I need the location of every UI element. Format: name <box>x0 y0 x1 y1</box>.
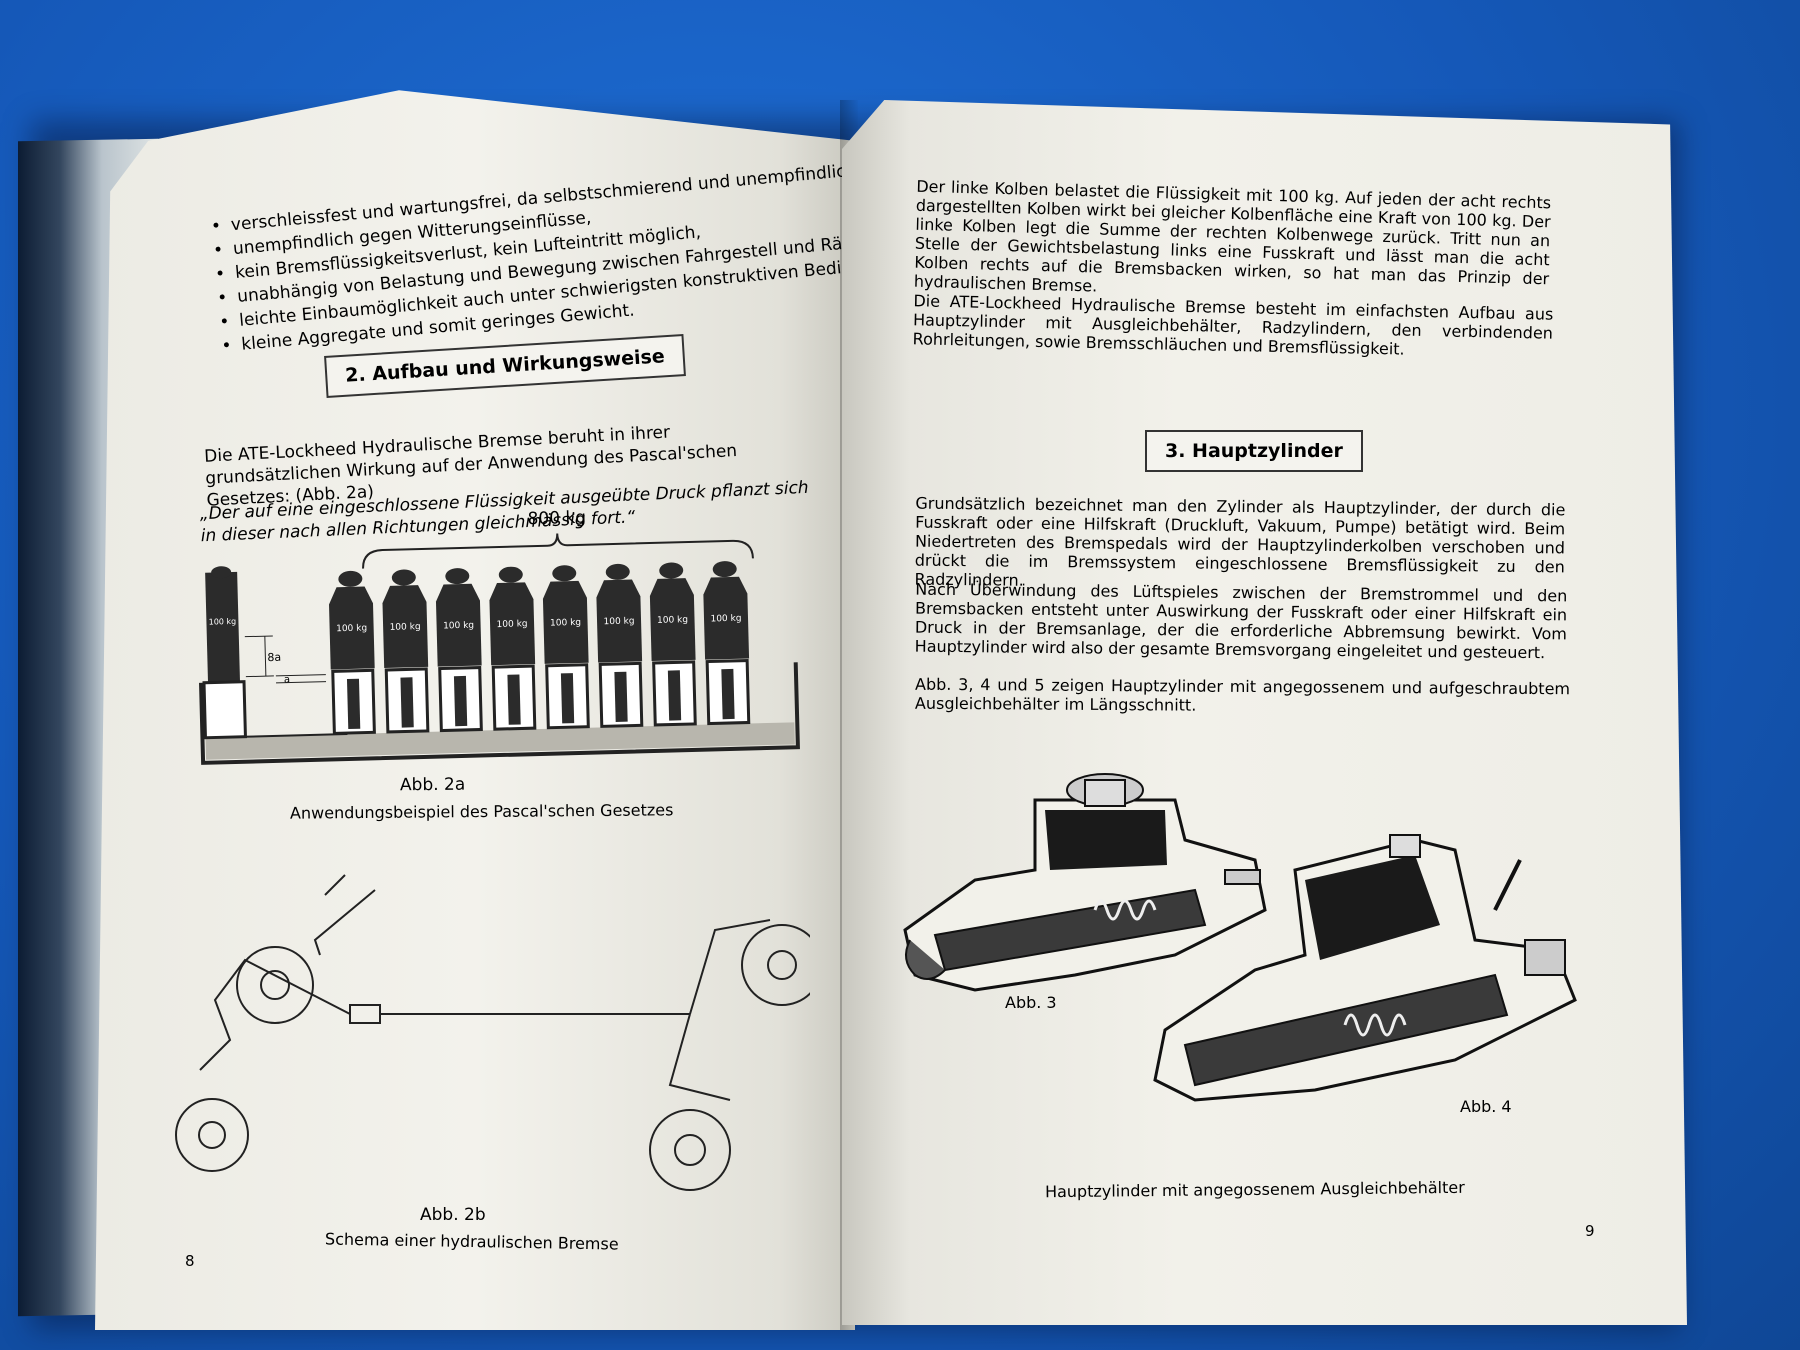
dim-line <box>264 636 267 677</box>
fig2b-caption-title: Abb. 2b <box>420 1205 486 1225</box>
brake-line-right-rear <box>668 1013 731 1101</box>
weight-cap <box>605 563 630 580</box>
brake-drum-hub <box>674 1134 706 1166</box>
rear-right-wheel-brake <box>649 1109 731 1191</box>
weight-label: 100 kg <box>550 618 581 629</box>
section-title: 3. Hauptzylinder <box>1145 430 1363 472</box>
brace <box>362 533 754 569</box>
section-title-box-3: 3. Hauptzylinder <box>1145 430 1363 472</box>
left-piston-weight <box>205 571 241 683</box>
connecting-pipe <box>237 733 348 738</box>
piston-rod <box>560 673 575 724</box>
weight-cap <box>391 569 416 586</box>
weight-block <box>649 578 696 662</box>
piston-rod <box>400 677 414 728</box>
right-page-number: 9 <box>1585 1222 1595 1240</box>
front-left-wheel-brake <box>236 946 314 1024</box>
figure-2b-brake-schema <box>175 874 810 1191</box>
weight-label: 100 kg <box>336 623 367 634</box>
weight-cap <box>712 561 737 578</box>
weight-block <box>596 579 643 663</box>
pedal-arrow <box>324 874 346 896</box>
master-cylinder-illustrations <box>903 773 1577 1102</box>
brake-line-right-front <box>689 919 771 1015</box>
fig3-label: Abb. 3 <box>1005 993 1057 1012</box>
fluid <box>205 722 795 760</box>
brake-drum-hub <box>260 970 290 1000</box>
figure-3-master-cylinder <box>903 773 1267 992</box>
fluid-basin <box>199 662 800 765</box>
weight-block <box>489 582 536 666</box>
weight-block <box>542 580 589 664</box>
piston-rod <box>507 674 521 725</box>
brake-drum-hub <box>767 950 797 980</box>
fig2a-caption-title: Abb. 2a <box>399 774 466 796</box>
weight-cap <box>445 568 470 585</box>
master-cylinder <box>349 1004 381 1024</box>
front-right-wheel-brake <box>741 924 810 1006</box>
weight-label: 100 kg <box>443 621 474 632</box>
left-cylinder <box>202 680 247 740</box>
dim-line <box>276 681 327 684</box>
weight-block <box>703 576 750 660</box>
piston-rod <box>346 678 361 730</box>
weight-cap <box>338 570 363 587</box>
left-weight-label: 100 kg <box>209 617 237 627</box>
weight-cap <box>498 566 523 583</box>
piston-rod <box>614 671 628 722</box>
weight-cap <box>552 565 577 582</box>
weight-block <box>329 586 375 670</box>
weight-cap <box>659 562 684 579</box>
rear-left-wheel-brake <box>175 1098 249 1172</box>
fig2a-caption-text: Anwendungsbeispiel des Pascal'schen Gese… <box>289 800 674 823</box>
right-weights-group: 100 kg 100 kg 100 kg 100 kg 100 kg 100 kg 100 … <box>329 561 751 735</box>
weight-label: 100 kg <box>496 619 527 630</box>
figure-4-master-cylinder <box>1153 834 1577 1102</box>
right-page <box>842 100 1687 1325</box>
right-paragraph-5: Abb. 3, 4 und 5 zeigen Hauptzylinder mit… <box>914 674 1571 715</box>
weight-block <box>382 585 429 669</box>
right-paragraph-4: Nach Überwindung des Lüftspieles zwische… <box>914 579 1568 663</box>
piston-rod <box>721 668 735 720</box>
weight-block <box>435 583 482 667</box>
brake-line-left <box>199 958 351 1071</box>
dim-8a-label: 8a <box>267 651 281 664</box>
weight-label: 100 kg <box>603 616 634 627</box>
weight-label: 100 kg <box>710 614 741 625</box>
piston-rod <box>453 675 468 727</box>
dim-line <box>275 674 326 677</box>
right-paragraph-1: Der linke Kolben belastet die Flüssigkei… <box>913 176 1552 296</box>
dim-line <box>245 675 274 678</box>
dim-a-label: a <box>284 675 290 686</box>
total-weight-label: 800 kg <box>527 508 586 530</box>
left-page-number: 8 <box>185 1252 195 1270</box>
dim-line <box>244 635 273 638</box>
weight-label: 100 kg <box>390 622 421 633</box>
fig4-label: Abb. 4 <box>1460 1097 1512 1116</box>
weight-label: 100 kg <box>657 615 688 626</box>
left-weight-cap <box>211 566 232 579</box>
piston-rod <box>667 670 682 721</box>
brake-drum-hub <box>198 1121 226 1149</box>
brake-pedal <box>313 889 376 956</box>
